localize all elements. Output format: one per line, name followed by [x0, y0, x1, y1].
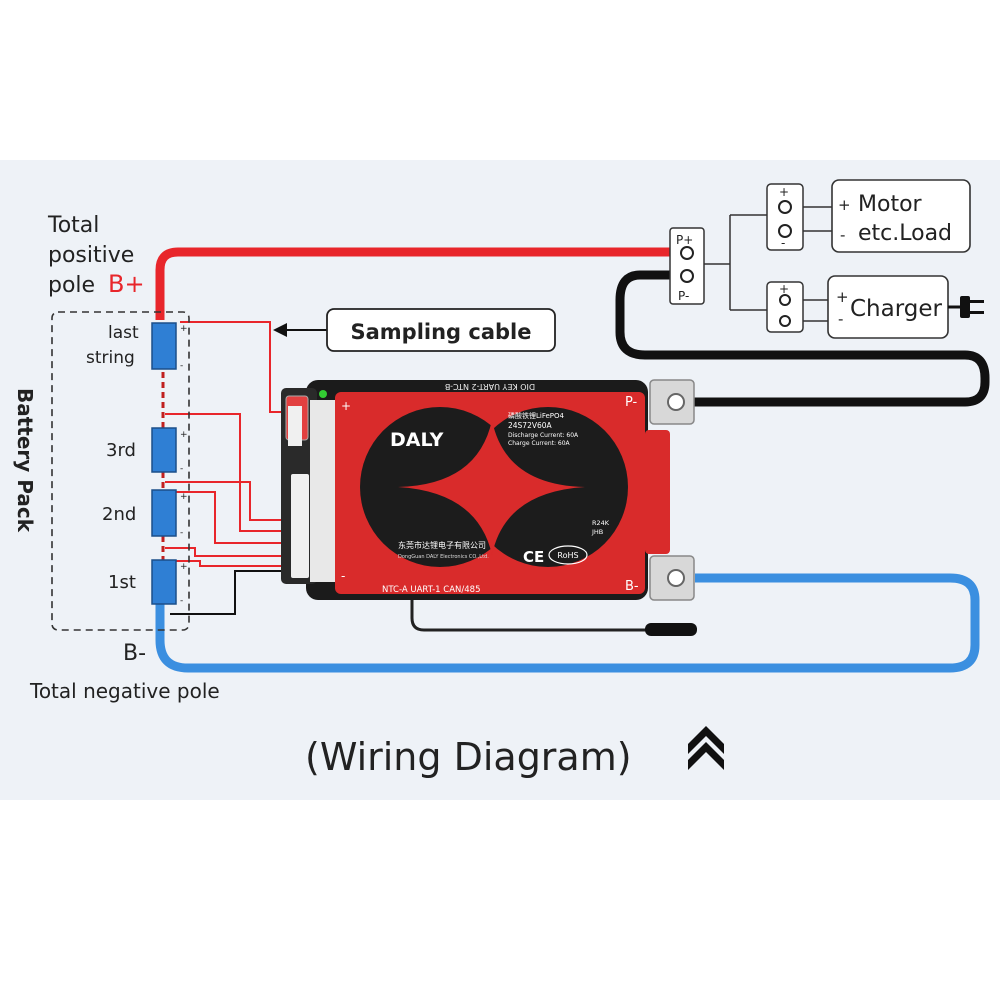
bms-mount-bracket	[645, 430, 670, 554]
svg-text:Charger: Charger	[850, 296, 943, 322]
svg-text:-: -	[180, 528, 183, 538]
svg-text:+: +	[180, 492, 188, 502]
svg-text:24S72V60A: 24S72V60A	[508, 421, 553, 430]
svg-text:-: -	[180, 596, 183, 606]
svg-text:JHB: JHB	[591, 528, 603, 536]
total-positive-line3: pole	[48, 273, 95, 298]
battery-pack-label: Battery Pack	[13, 388, 37, 533]
rohs-badge	[548, 545, 588, 565]
ce-mark: CE	[523, 548, 544, 566]
svg-text:Sampling cable: Sampling cable	[351, 320, 532, 344]
p-minus-lug	[649, 379, 695, 425]
p-minus-wire	[615, 270, 990, 407]
svg-text:-: -	[180, 464, 183, 474]
svg-text:B-: B-	[625, 579, 639, 594]
battery-pack-frame	[51, 311, 190, 631]
positive-wire	[155, 247, 670, 320]
svg-text:Motor: Motor	[858, 192, 923, 217]
cell-last: + -	[151, 322, 188, 371]
svg-text:磷酸铁锂LiFePO4: 磷酸铁锂LiFePO4	[508, 411, 565, 420]
svg-text:-: -	[840, 226, 845, 244]
cells: + - + - + - + -	[151, 322, 188, 606]
svg-text:Charge Current: 60A: Charge Current: 60A	[508, 440, 571, 447]
svg-text:etc.Load: etc.Load	[858, 221, 952, 246]
bms-brand: DALY	[390, 429, 444, 451]
cell-label-last: last	[108, 323, 139, 343]
svg-text:+: +	[180, 562, 188, 572]
svg-text:-: -	[180, 361, 183, 371]
total-positive-line1: Total	[47, 213, 99, 238]
caption: (Wiring Diagram)	[305, 735, 632, 779]
b-minus-lug	[649, 555, 695, 601]
negative-wire	[155, 573, 980, 673]
cell-label-3rd: 3rd	[106, 440, 136, 461]
sampling-cable-callout: Sampling cable	[273, 308, 556, 352]
plug-icon	[948, 296, 984, 318]
p-terminal-block: P+ P-	[669, 227, 705, 305]
sampling-cable-wires	[165, 321, 290, 615]
cell-1st: + -	[151, 559, 188, 606]
svg-text:R24K: R24K	[592, 519, 610, 527]
total-positive-line2: positive	[48, 243, 134, 268]
b-plus-label: B+	[108, 270, 145, 298]
ntc-probe-tip	[645, 623, 697, 636]
bms-spec-text: 磷酸铁锂LiFePO4 24S72V60A Discharge Current:…	[508, 411, 579, 447]
cell-label-2nd: 2nd	[102, 504, 136, 525]
bms-bottom-ports: NTC-A UART-1 CAN/485	[382, 585, 481, 595]
charger-box: + - Charger	[827, 275, 949, 339]
svg-text:+: +	[779, 185, 789, 199]
bms-company-en: DongGuan DALY Electronics CO.,Ltd.	[398, 554, 489, 560]
charger-terminal: +	[766, 281, 804, 333]
svg-text:-: -	[781, 236, 785, 250]
svg-text:+: +	[779, 282, 789, 296]
svg-text:RoHS: RoHS	[557, 551, 578, 560]
ntc-probe-cable	[410, 600, 650, 632]
bms-board: DIO KEY UART-2 NTC-B + - DALY 磷酸铁锂LiFePO…	[281, 380, 648, 600]
svg-text:-: -	[341, 569, 345, 583]
svg-text:-: -	[838, 310, 843, 328]
svg-text:+: +	[838, 196, 851, 214]
b-minus-label: B-	[123, 641, 146, 666]
svg-text:+: +	[341, 399, 351, 413]
svg-text:P-: P-	[625, 395, 638, 410]
svg-text:+: +	[180, 324, 188, 334]
bms-top-ports: DIO KEY UART-2 NTC-B	[445, 382, 535, 391]
motor-load-box: + - Motor etc.Load	[831, 179, 971, 253]
chevron-up-icon	[688, 726, 724, 770]
cell-label-1st: 1st	[108, 572, 136, 593]
svg-text:P+: P+	[676, 233, 693, 247]
svg-text:+: +	[180, 430, 188, 440]
bms-company-cn: 东莞市达锂电子有限公司	[398, 540, 486, 550]
svg-text:+: +	[836, 288, 849, 306]
load-terminal: + -	[766, 183, 804, 251]
total-negative-label: Total negative pole	[29, 679, 220, 703]
bms-logo-sparkle	[398, 420, 585, 555]
cell-3rd: + -	[151, 427, 188, 474]
cell-label-string: string	[86, 348, 135, 368]
cell-2nd: + -	[151, 489, 188, 538]
svg-text:Discharge Current: 60A: Discharge Current: 60A	[508, 432, 579, 439]
svg-text:P-: P-	[678, 289, 689, 303]
